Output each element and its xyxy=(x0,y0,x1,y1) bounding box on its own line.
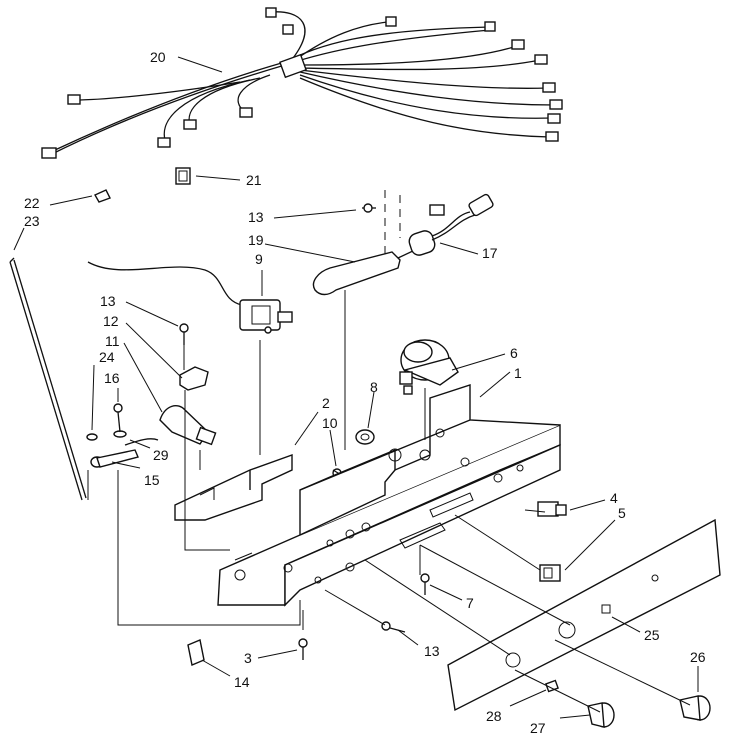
label-15: 15 xyxy=(144,472,160,488)
assembly-lines xyxy=(87,290,691,713)
label-16: 16 xyxy=(104,370,120,386)
housing-part-1 xyxy=(217,384,561,607)
panel-part-25 xyxy=(447,518,721,712)
label-22: 22 xyxy=(24,195,40,211)
label-17: 17 xyxy=(482,245,498,261)
label-5: 5 xyxy=(618,505,626,521)
socket-part-11 xyxy=(159,404,217,446)
label-27: 27 xyxy=(530,720,546,736)
label-20: 20 xyxy=(150,49,166,65)
label-14: 14 xyxy=(234,674,250,690)
label-1: 1 xyxy=(514,365,522,381)
label-13-top: 13 xyxy=(248,209,264,225)
switch-part-5 xyxy=(539,564,561,582)
knob-part-27 xyxy=(587,702,615,728)
label-12: 12 xyxy=(103,313,119,329)
grommet-part-8 xyxy=(355,429,375,445)
label-21: 21 xyxy=(246,172,262,188)
label-25: 25 xyxy=(644,627,660,643)
label-2: 2 xyxy=(322,395,330,411)
label-26: 26 xyxy=(690,649,706,665)
link-assembly-part xyxy=(86,403,159,468)
label-4: 4 xyxy=(610,490,618,506)
clip-part-14 xyxy=(187,639,205,666)
relay-part-9 xyxy=(87,261,293,334)
screw-part-13-lower xyxy=(381,621,406,633)
leader-lines xyxy=(13,56,699,719)
label-13-low: 13 xyxy=(424,643,440,659)
bracket-part-2 xyxy=(174,454,293,521)
label-23: 23 xyxy=(24,213,40,229)
label-28: 28 xyxy=(486,708,502,724)
screw-part-7 xyxy=(420,573,430,595)
wire-harness-part xyxy=(41,7,563,159)
label-10: 10 xyxy=(322,415,338,431)
switch-part-4 xyxy=(537,501,567,517)
label-11: 11 xyxy=(105,333,120,349)
motor-part-6 xyxy=(399,339,459,395)
label-9: 9 xyxy=(255,251,263,267)
label-29: 29 xyxy=(153,447,169,463)
label-13-mid: 13 xyxy=(100,293,116,309)
label-24: 24 xyxy=(99,349,115,365)
clip-part-21 xyxy=(175,167,191,185)
label-19: 19 xyxy=(248,232,264,248)
part-number-labels: 20 21 22 23 13 19 17 9 13 12 11 24 16 29… xyxy=(24,49,706,736)
screw-part-3 xyxy=(298,638,308,660)
clip-part-28 xyxy=(545,679,559,693)
label-6: 6 xyxy=(510,345,518,361)
sensor-assembly-part xyxy=(312,190,494,296)
knob-part-26 xyxy=(679,695,711,721)
screw-part-13-upper xyxy=(179,323,189,345)
label-8: 8 xyxy=(370,379,378,395)
label-7: 7 xyxy=(466,595,474,611)
label-3: 3 xyxy=(244,650,252,666)
rod-part-23 xyxy=(9,257,87,501)
bracket-part-12 xyxy=(179,366,209,391)
bracket-part-22 xyxy=(94,189,111,203)
